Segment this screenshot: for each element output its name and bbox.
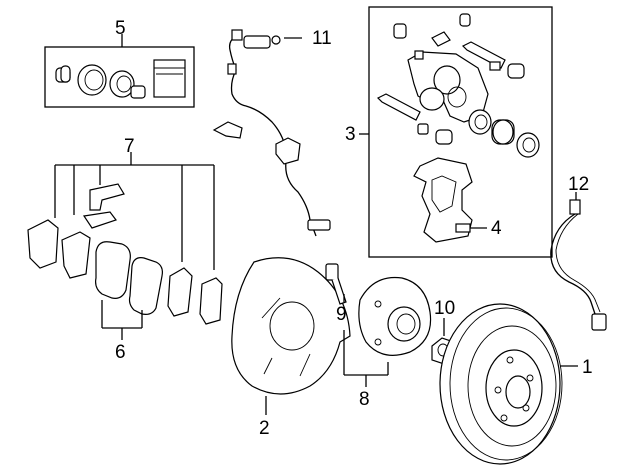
callout-1: 1 xyxy=(582,357,593,378)
callout-12: 12 xyxy=(568,174,589,195)
anti-rattle-clip-icon xyxy=(27,183,223,325)
callout-2: 2 xyxy=(259,418,270,439)
abs-sensor-icon xyxy=(212,29,331,237)
callout-8: 8 xyxy=(359,389,370,410)
brake-rotor-icon xyxy=(439,303,563,465)
callout-10: 10 xyxy=(434,298,455,319)
caliper-support-bracket-icon xyxy=(413,157,473,243)
repair-kit-icon xyxy=(55,59,186,99)
caliper-assembly-icon xyxy=(376,13,540,158)
brake-hose-icon xyxy=(550,199,607,331)
callout-11: 11 xyxy=(312,28,332,49)
caliper-kit-box xyxy=(359,6,553,258)
hub-leader xyxy=(343,330,389,387)
anti-rattle-clip-group xyxy=(27,152,223,325)
wheel-stud-icon xyxy=(325,263,347,305)
dust-shield-icon xyxy=(231,257,351,395)
callout-6: 6 xyxy=(115,342,126,363)
callout-7: 7 xyxy=(124,136,135,157)
wheel-hub-icon xyxy=(358,276,432,356)
callout-4: 4 xyxy=(491,218,502,239)
callout-5: 5 xyxy=(115,18,126,39)
pad-leader xyxy=(101,300,143,340)
brake-pad-icon xyxy=(95,241,163,315)
callout-3: 3 xyxy=(345,124,356,145)
repair-kit-box xyxy=(44,34,195,108)
callout-9: 9 xyxy=(336,304,347,325)
